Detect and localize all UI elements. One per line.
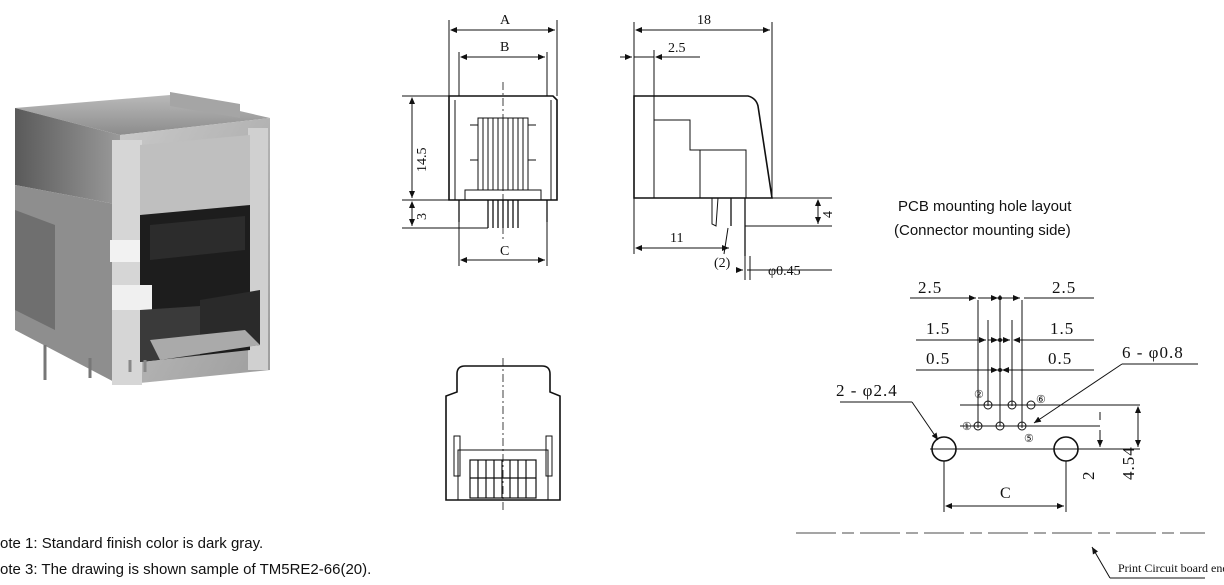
side-dim-pin-position: 11 (670, 231, 683, 246)
side-dim-length: 18 (697, 13, 711, 28)
pcb-layout (796, 295, 1205, 579)
pcb-small-holes-label: 6 - φ0.8 (1122, 343, 1184, 362)
pcb-dim-4-54: 4.54 (1119, 446, 1138, 480)
side-dim-pin-height: 4 (821, 211, 836, 218)
side-pin-label: (2) (714, 256, 731, 271)
pcb-large-holes-label: 2 - φ2.4 (836, 381, 898, 400)
front-dim-c: C (500, 244, 509, 259)
note-3: ote 3: The drawing is shown sample of TM… (0, 561, 372, 578)
pcb-board-end-label: Print Circuit board end (1118, 561, 1224, 575)
pcb-dim-0-5-right: 0.5 (1048, 349, 1072, 368)
pcb-dim-2: 2 (1079, 471, 1098, 481)
front-dim-a: A (500, 13, 511, 28)
front-dim-b: B (500, 40, 509, 55)
pcb-dim-2-5-right: 2.5 (1052, 278, 1076, 297)
side-dim-pin-diameter: φ0.45 (768, 264, 801, 279)
bottom-view (445, 358, 561, 510)
front-view (402, 20, 558, 266)
pcb-dim-0-5-left: 0.5 (926, 349, 950, 368)
pcb-dim-1-5-right: 1.5 (1050, 319, 1074, 338)
pcb-layout-title: PCB mounting hole layout (898, 198, 1072, 215)
pcb-dim-2-5-left: 2.5 (918, 278, 942, 297)
side-view (620, 22, 832, 280)
note-1: ote 1: Standard finish color is dark gra… (0, 535, 264, 552)
pcb-pin-1-label: ① (962, 421, 972, 433)
pcb-layout-subtitle: (Connector mounting side) (894, 222, 1071, 239)
pcb-pin-5-label: ⑤ (1024, 433, 1034, 445)
pcb-dim-c: C (1000, 485, 1011, 502)
pcb-dim-1-5-left: 1.5 (926, 319, 950, 338)
pcb-pin-2-label: ② (974, 389, 984, 401)
side-dim-offset: 2.5 (668, 41, 686, 56)
front-dim-pin-length: 3 (415, 213, 430, 220)
front-dim-height: 14.5 (415, 148, 430, 173)
pcb-pin-6-label: ⑥ (1036, 394, 1046, 406)
connector-photo (15, 92, 270, 385)
